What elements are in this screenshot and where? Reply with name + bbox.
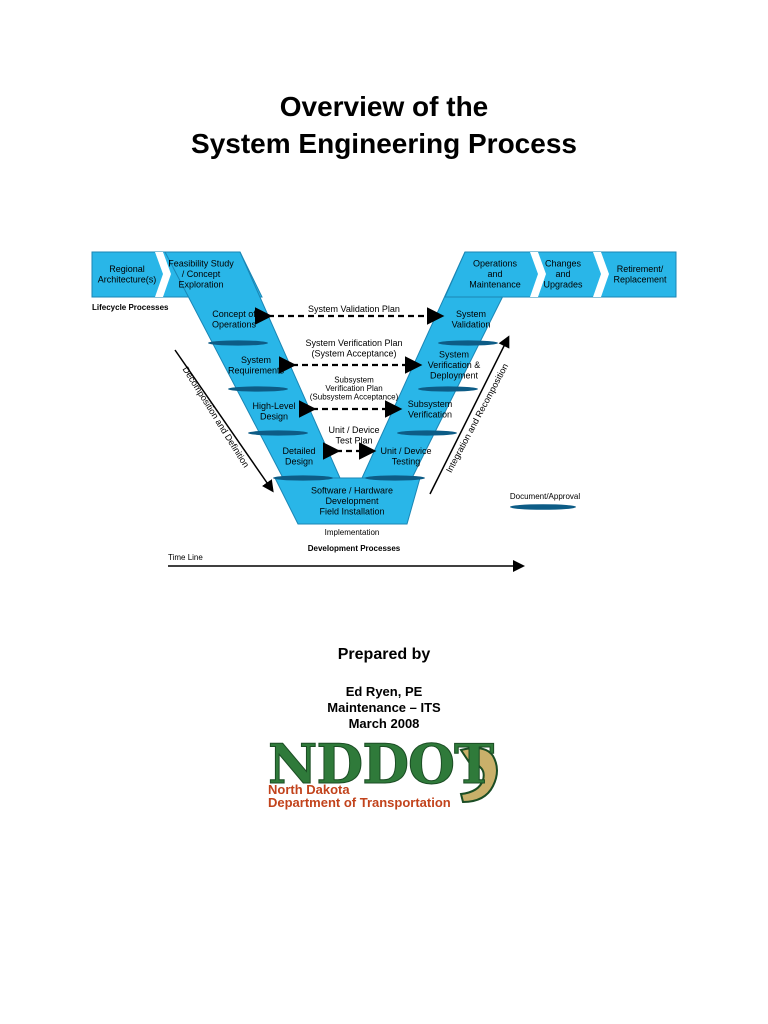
approval-disc [228,386,288,392]
logo-state: North Dakota [268,782,350,797]
approval-disc [418,386,478,392]
chevron-right-2 [530,252,546,297]
chevron-right-1 [155,252,171,297]
approval-disc [208,340,268,346]
prepared-by: Prepared by [337,646,431,663]
document-title: Overview of the System Engineering Proce… [0,88,768,162]
legend-approval-disc [510,504,576,510]
process-arrows [168,335,525,572]
approval-disc [365,475,425,481]
development-processes-label: Development Processes [308,544,401,553]
north-dakota-map-icon [459,747,498,804]
lifecycle-processes-label: Lifecycle Processes [92,303,169,312]
logo-department: Department of Transportation [268,795,451,810]
approval-disc [273,475,333,481]
integration-arrow [429,335,510,495]
author-dept: Maintenance – ITS [327,700,441,715]
approval-discs [208,340,576,510]
author-date: March 2008 [348,716,420,731]
top-right-bar [444,251,677,298]
author-block: Ed Ryen, PE Maintenance – ITS March 2008 [0,684,768,732]
decomposition-arrow [174,349,274,493]
vee-shapes [91,251,677,525]
retirement-replacement-label: Retirement/Replacement [613,264,667,285]
title-line-2: System Engineering Process [191,128,577,159]
chevron-right-3 [593,252,609,297]
plan-arrows [254,307,445,460]
approval-disc [248,430,308,436]
nddot-logo: NDDOT North Dakota Department of Transpo… [265,732,505,812]
document-approval-label: Document/Approval [510,492,580,501]
author-name: Ed Ryen, PE [345,684,423,699]
system-verification-plan-label: System Verification Plan(System Acceptan… [305,338,402,359]
time-line-label: Time Line [168,553,203,562]
logo-wordmark: NDDOT [267,732,494,797]
implementation-label: Implementation [325,528,380,537]
system-validation-plan-label: System Validation Plan [308,304,400,314]
title-line-1: Overview of the [279,91,489,122]
approval-disc [397,430,457,436]
approval-disc [438,340,498,346]
